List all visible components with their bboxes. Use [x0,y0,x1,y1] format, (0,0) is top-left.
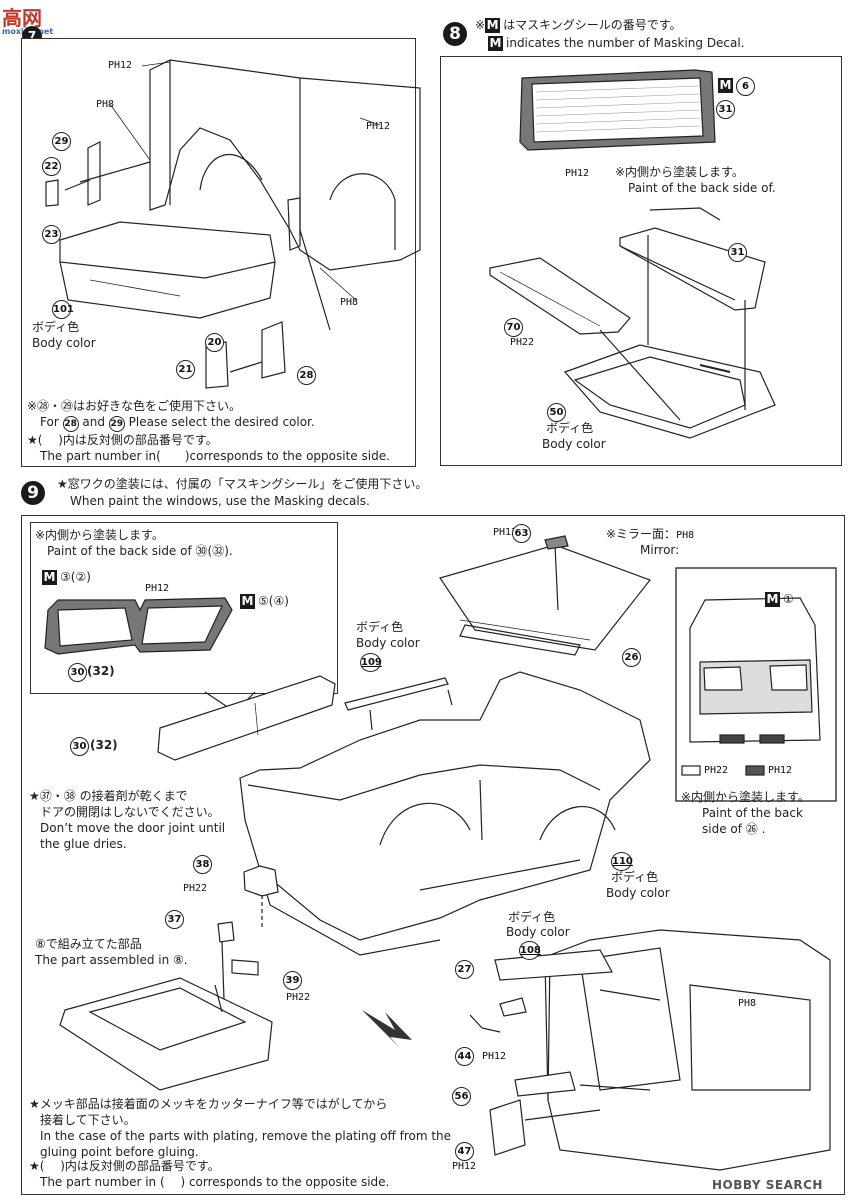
step-7-note-colors-jp: ※㉘・㉙はお好きな色をご使用下さい。 [27,399,242,413]
inset2-ph22: PH22 [704,765,729,776]
part-108-jp: ボディ色 [508,910,556,924]
inset1-ph12: PH12 [145,583,170,594]
part-31-glass: 31 [716,100,735,119]
inset2-en1: Paint of the back [702,806,803,820]
masking-symbol: M [240,594,255,609]
part-29: 29 [52,132,71,151]
step-9-badge: 9 [21,481,45,505]
step-9-header-jp: ★窓ワクの塗装には、付属の「マスキングシール」をご使用下さい。 [57,477,428,491]
part-37: 37 [165,910,184,929]
part-39: 39 [283,971,302,990]
part-108-en: Body color [506,925,570,939]
paint-code-ph22: PH22 [510,337,535,348]
part-63: 63 [512,524,531,543]
mirror-jp: ※ミラー面：PH8 [606,527,695,541]
body-color-en-8: Body color [542,437,606,451]
part-70: 70 [504,318,523,337]
step-9-header-en: When paint the windows, use the Masking … [70,494,370,508]
assembled-en: The part assembled in ⑧. [35,953,188,967]
paint-code-ph12: PH12 [565,168,590,179]
masking-symbol: M [718,78,733,93]
part-23: 23 [42,225,61,244]
part-47: 47 [455,1142,474,1161]
step-7-note-colors-en: For 28 and 29 Please select the desired … [40,415,315,432]
inner-paint-jp: ※内側から塗装します。 [615,165,744,179]
plating-note-en1: In the case of the parts with plating, r… [40,1129,452,1143]
paint-code-ph8-lower: PH8 [340,297,359,308]
part-39-ph22: PH22 [286,992,311,1003]
paint-code-ph8-left: PH8 [96,99,115,110]
body-color-jp: ボディ色 [32,320,80,334]
part-21: 21 [176,360,195,379]
inset1-jp: ※内側から塗装します。 [35,528,164,542]
part-26: 26 [622,648,641,667]
ref-28: 28 [62,416,79,432]
part-38-ph22: PH22 [183,883,208,894]
mirror-en: Mirror: [640,543,680,557]
part-50: 50 [547,403,566,422]
part-44: 44 [455,1047,474,1066]
part-109-body-jp: ボディ色 [356,620,404,634]
part-101: 101 [52,300,74,319]
masking-symbol: M [765,592,780,607]
assembled-jp: ⑧で組み立てた部品 [35,937,142,951]
part-110-en: Body color [606,886,670,900]
inset2-jp: ※内側から塗装します。 [681,790,810,804]
step-7-note-opposite-jp: ★( )内は反対側の部品番号です。 [27,433,218,447]
plating-note-jp1: ★メッキ部品は接着面のメッキをカッターナイフ等ではがしてから [29,1097,388,1111]
body-color-jp-8: ボディ色 [546,421,594,435]
part-31: 31 [728,243,747,262]
inset2-ph12: PH12 [768,765,793,776]
part-30-alt: (32) [90,738,118,752]
masking-symbol: M [485,18,501,33]
door-note-en2: the glue dries. [40,837,127,851]
part-47-ph12: PH12 [452,1161,477,1172]
step-7-note-opposite-en: The part number in( )corresponds to the … [40,449,390,463]
part-28: 28 [297,366,316,385]
door-note-jp1: ★㊲・㊳ の接着剤が乾くまで [29,789,188,803]
part-20: 20 [205,333,224,352]
part-22: 22 [42,157,61,176]
paint-code-ph12-top: PH12 [108,60,133,71]
inset1-part-30: 30(32) [68,663,115,682]
step-8-badge: 8 [443,22,467,46]
part-108: 108 [519,941,541,960]
part-110-jp: ボディ色 [611,870,659,884]
rear-ph8: PH8 [738,998,757,1009]
plating-note-jp2: 接着して下さい。 [40,1113,136,1127]
plating-note-en2: gluing point before gluing. [40,1145,199,1159]
part-56: 56 [452,1087,471,1106]
masking-symbol: M [42,570,57,585]
inset1-en: Paint of the back side of ㉚(㉜). [47,544,233,558]
part-27: 27 [455,960,474,979]
door-note-jp2: ドアの開閉はしないでください。 [40,805,220,819]
step-7-panel [21,38,416,467]
roof-ph12: PH12 [493,527,518,538]
inset2-en2: side of ㉖ . [702,822,766,836]
ref-29: 29 [108,416,125,432]
masking-symbol: M [488,36,503,51]
part-44-ph12: PH12 [482,1051,507,1062]
inner-paint-en: Paint of the back side of. [628,181,776,195]
part-109: 109 [360,653,382,672]
watermark: HOBBY SEARCH [712,1178,823,1192]
paint-code-ph12-right: PH12 [366,121,391,132]
opposite-note-jp: ★( )内は反対側の部品番号です。 [29,1159,220,1173]
opposite-note-en: The part number in ( ) corresponds to th… [40,1175,390,1189]
part-109-body-en: Body color [356,636,420,650]
masking-6-number: 6 [736,77,755,96]
body-color-en: Body color [32,336,96,350]
door-note-en1: Don’t move the door joint until [40,821,226,835]
part-38: 38 [193,855,212,874]
part-110: 110 [611,852,633,871]
part-30: 30 [70,737,89,756]
